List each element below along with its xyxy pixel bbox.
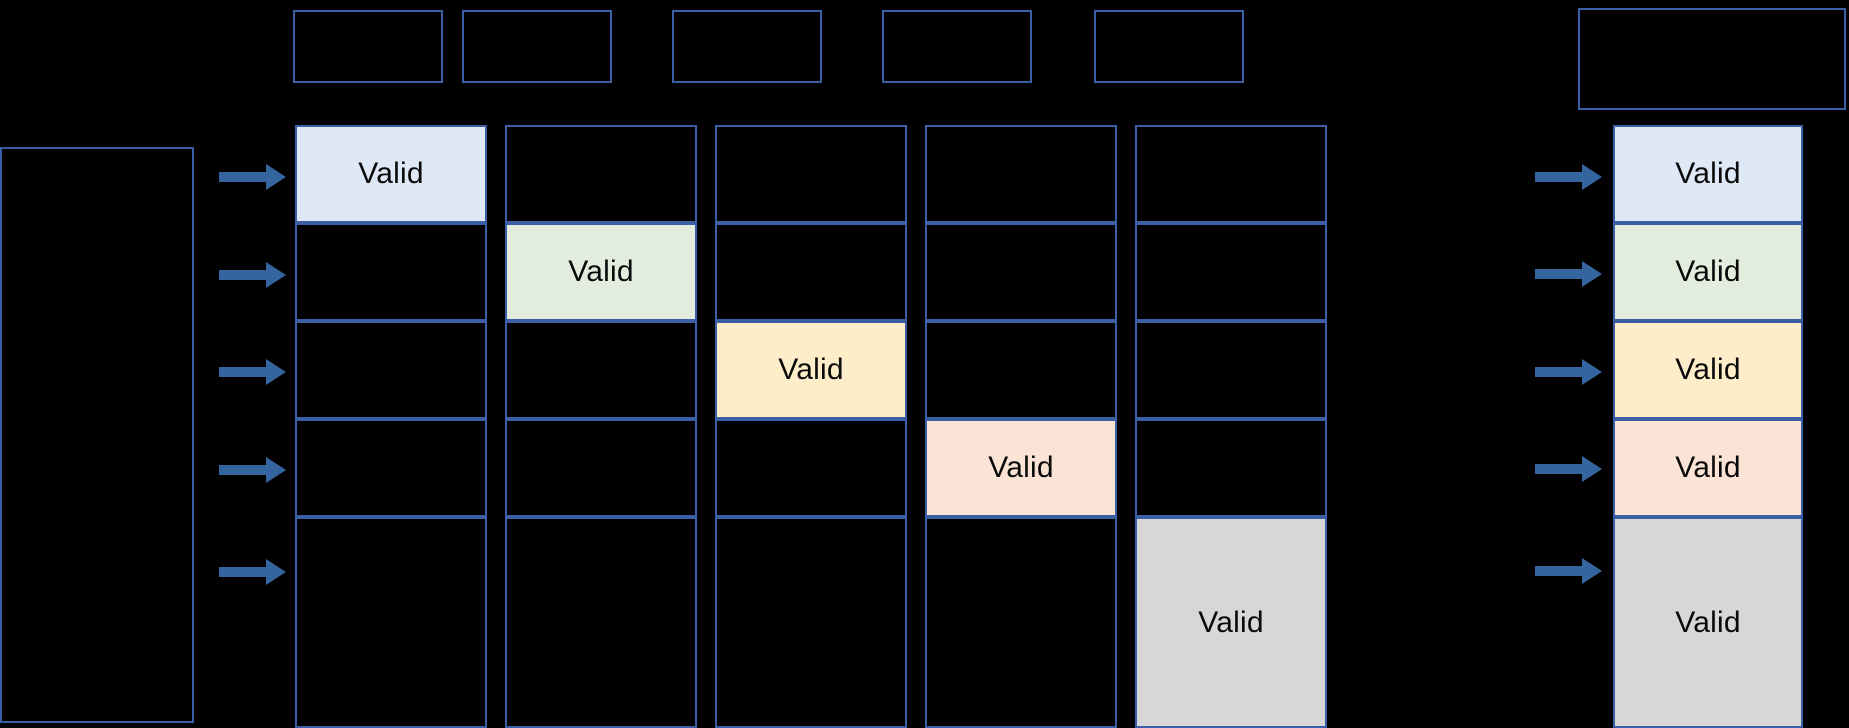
column-4-cell-1 xyxy=(925,125,1117,223)
header-box-2 xyxy=(462,10,612,83)
right-arrow-4-icon xyxy=(1535,456,1602,482)
column-3-valid-cell: Valid xyxy=(715,321,907,419)
result-cell-4: Valid xyxy=(1613,419,1803,517)
column-2-valid-cell: Valid xyxy=(505,223,697,321)
header-box-4 xyxy=(882,10,1032,83)
column-1-cell-3 xyxy=(295,321,487,419)
right-arrow-3-icon xyxy=(1535,359,1602,385)
left-arrow-4-icon xyxy=(219,457,286,483)
column-5-cell-3 xyxy=(1135,321,1327,419)
column-5-cell-1 xyxy=(1135,125,1327,223)
column-4-valid-cell: Valid xyxy=(925,419,1117,517)
left-arrow-1-icon xyxy=(219,164,286,190)
left-arrow-2-icon xyxy=(219,262,286,288)
header-box-6 xyxy=(1578,8,1846,110)
header-box-1 xyxy=(293,10,443,83)
column-4-cell-5 xyxy=(925,517,1117,728)
column-3-cell-4 xyxy=(715,419,907,517)
result-cell-5: Valid xyxy=(1613,517,1803,728)
column-5-valid-cell: Valid xyxy=(1135,517,1327,728)
column-5-cell-2 xyxy=(1135,223,1327,321)
result-cell-1: Valid xyxy=(1613,125,1803,223)
right-arrow-2-icon xyxy=(1535,261,1602,287)
result-cell-3: Valid xyxy=(1613,321,1803,419)
column-2-cell-3 xyxy=(505,321,697,419)
column-2-cell-4 xyxy=(505,419,697,517)
column-2-cell-5 xyxy=(505,517,697,728)
column-3-cell-1 xyxy=(715,125,907,223)
column-2-cell-1 xyxy=(505,125,697,223)
column-5-cell-4 xyxy=(1135,419,1327,517)
column-1-cell-4 xyxy=(295,419,487,517)
left-arrow-3-icon xyxy=(219,359,286,385)
column-1-cell-2 xyxy=(295,223,487,321)
column-1-cell-5 xyxy=(295,517,487,728)
column-4-cell-3 xyxy=(925,321,1117,419)
header-box-3 xyxy=(672,10,822,83)
column-4-cell-2 xyxy=(925,223,1117,321)
header-box-5 xyxy=(1094,10,1244,83)
left-arrow-5-icon xyxy=(219,559,286,585)
source-box xyxy=(0,147,194,723)
right-arrow-1-icon xyxy=(1535,164,1602,190)
column-3-cell-5 xyxy=(715,517,907,728)
column-1-valid-cell: Valid xyxy=(295,125,487,223)
right-arrow-5-icon xyxy=(1535,558,1602,584)
column-3-cell-2 xyxy=(715,223,907,321)
result-cell-2: Valid xyxy=(1613,223,1803,321)
